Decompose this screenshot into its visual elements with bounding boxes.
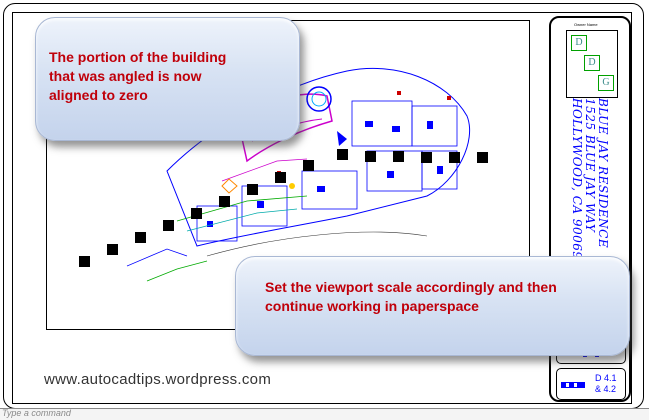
sheet-number-box: D 4.1 & 4.2 <box>556 368 626 400</box>
callout-top-line-2: that was angled is now <box>49 68 202 84</box>
project-name: BLUE JAY RESIDENCE <box>596 98 610 249</box>
callout-bottom-line-2: continue working in paperspace <box>265 298 479 314</box>
sheet-number-2: & 4.2 <box>595 384 617 394</box>
company-logo: D D G <box>566 30 618 98</box>
logo-letter-3: G <box>598 75 614 91</box>
callout-top-line-1: The portion of the building <box>49 49 227 65</box>
logo-letter-2: D <box>584 55 600 71</box>
callout-viewport-scale-note: Set the viewport scale accordingly and t… <box>235 256 630 356</box>
command-line-placeholder[interactable]: Type a command <box>2 408 71 418</box>
sheet-number-1: D 4.1 <box>595 373 617 383</box>
callout-bottom-line-1: Set the viewport scale accordingly and t… <box>265 279 557 295</box>
scale-bar-icon <box>561 382 585 388</box>
logo-letter-1: D <box>571 35 587 51</box>
owner-name-label: Owner Name <box>574 22 598 27</box>
sheet-inner-border <box>12 12 632 404</box>
project-city: HOLLYWOOD, CA 90069 <box>570 98 584 260</box>
command-line[interactable]: Type a command <box>0 408 649 420</box>
project-address: BLUE JAY RESIDENCE 1525 BLUE JAY WAY HOL… <box>539 98 610 260</box>
project-street: 1525 BLUE JAY WAY <box>583 98 597 233</box>
callout-top-line-3: aligned to zero <box>49 87 148 103</box>
website-watermark: www.autocadtips.wordpress.com <box>44 371 272 388</box>
callout-rotation-note: The portion of the building that was ang… <box>35 17 300 141</box>
